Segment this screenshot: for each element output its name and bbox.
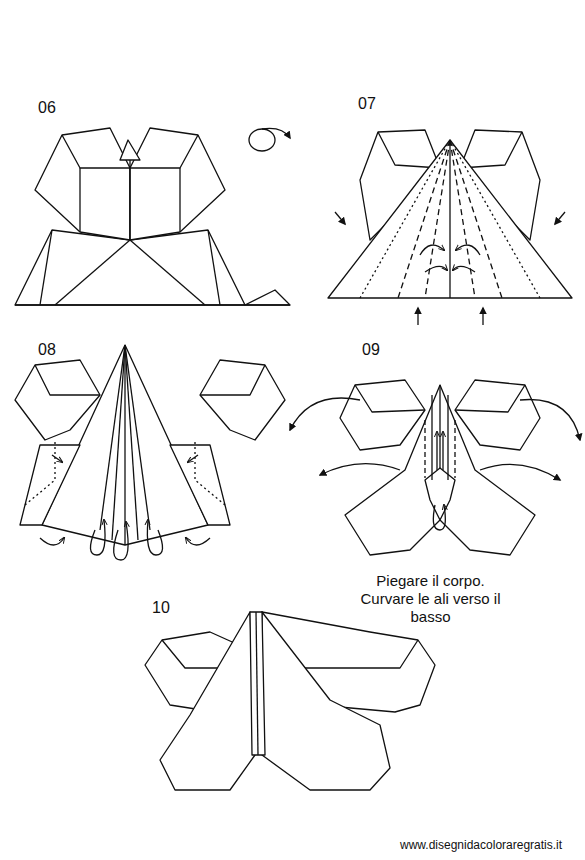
watermark: www.disegnidacoloraregratis.it bbox=[400, 838, 562, 852]
step-number: 10 bbox=[152, 598, 170, 617]
instruction-note: Piegare il corpo. Curvare le ali verso i… bbox=[348, 572, 513, 626]
step-10-figure bbox=[145, 612, 435, 790]
step-08-figure bbox=[15, 345, 285, 560]
step-number: 07 bbox=[358, 94, 376, 113]
step-06-figure bbox=[15, 128, 290, 305]
step-09-figure bbox=[290, 380, 580, 555]
step-number: 08 bbox=[38, 340, 56, 359]
step-number: 09 bbox=[362, 340, 380, 359]
step-number: 06 bbox=[38, 98, 56, 117]
step-07-figure bbox=[328, 130, 572, 325]
